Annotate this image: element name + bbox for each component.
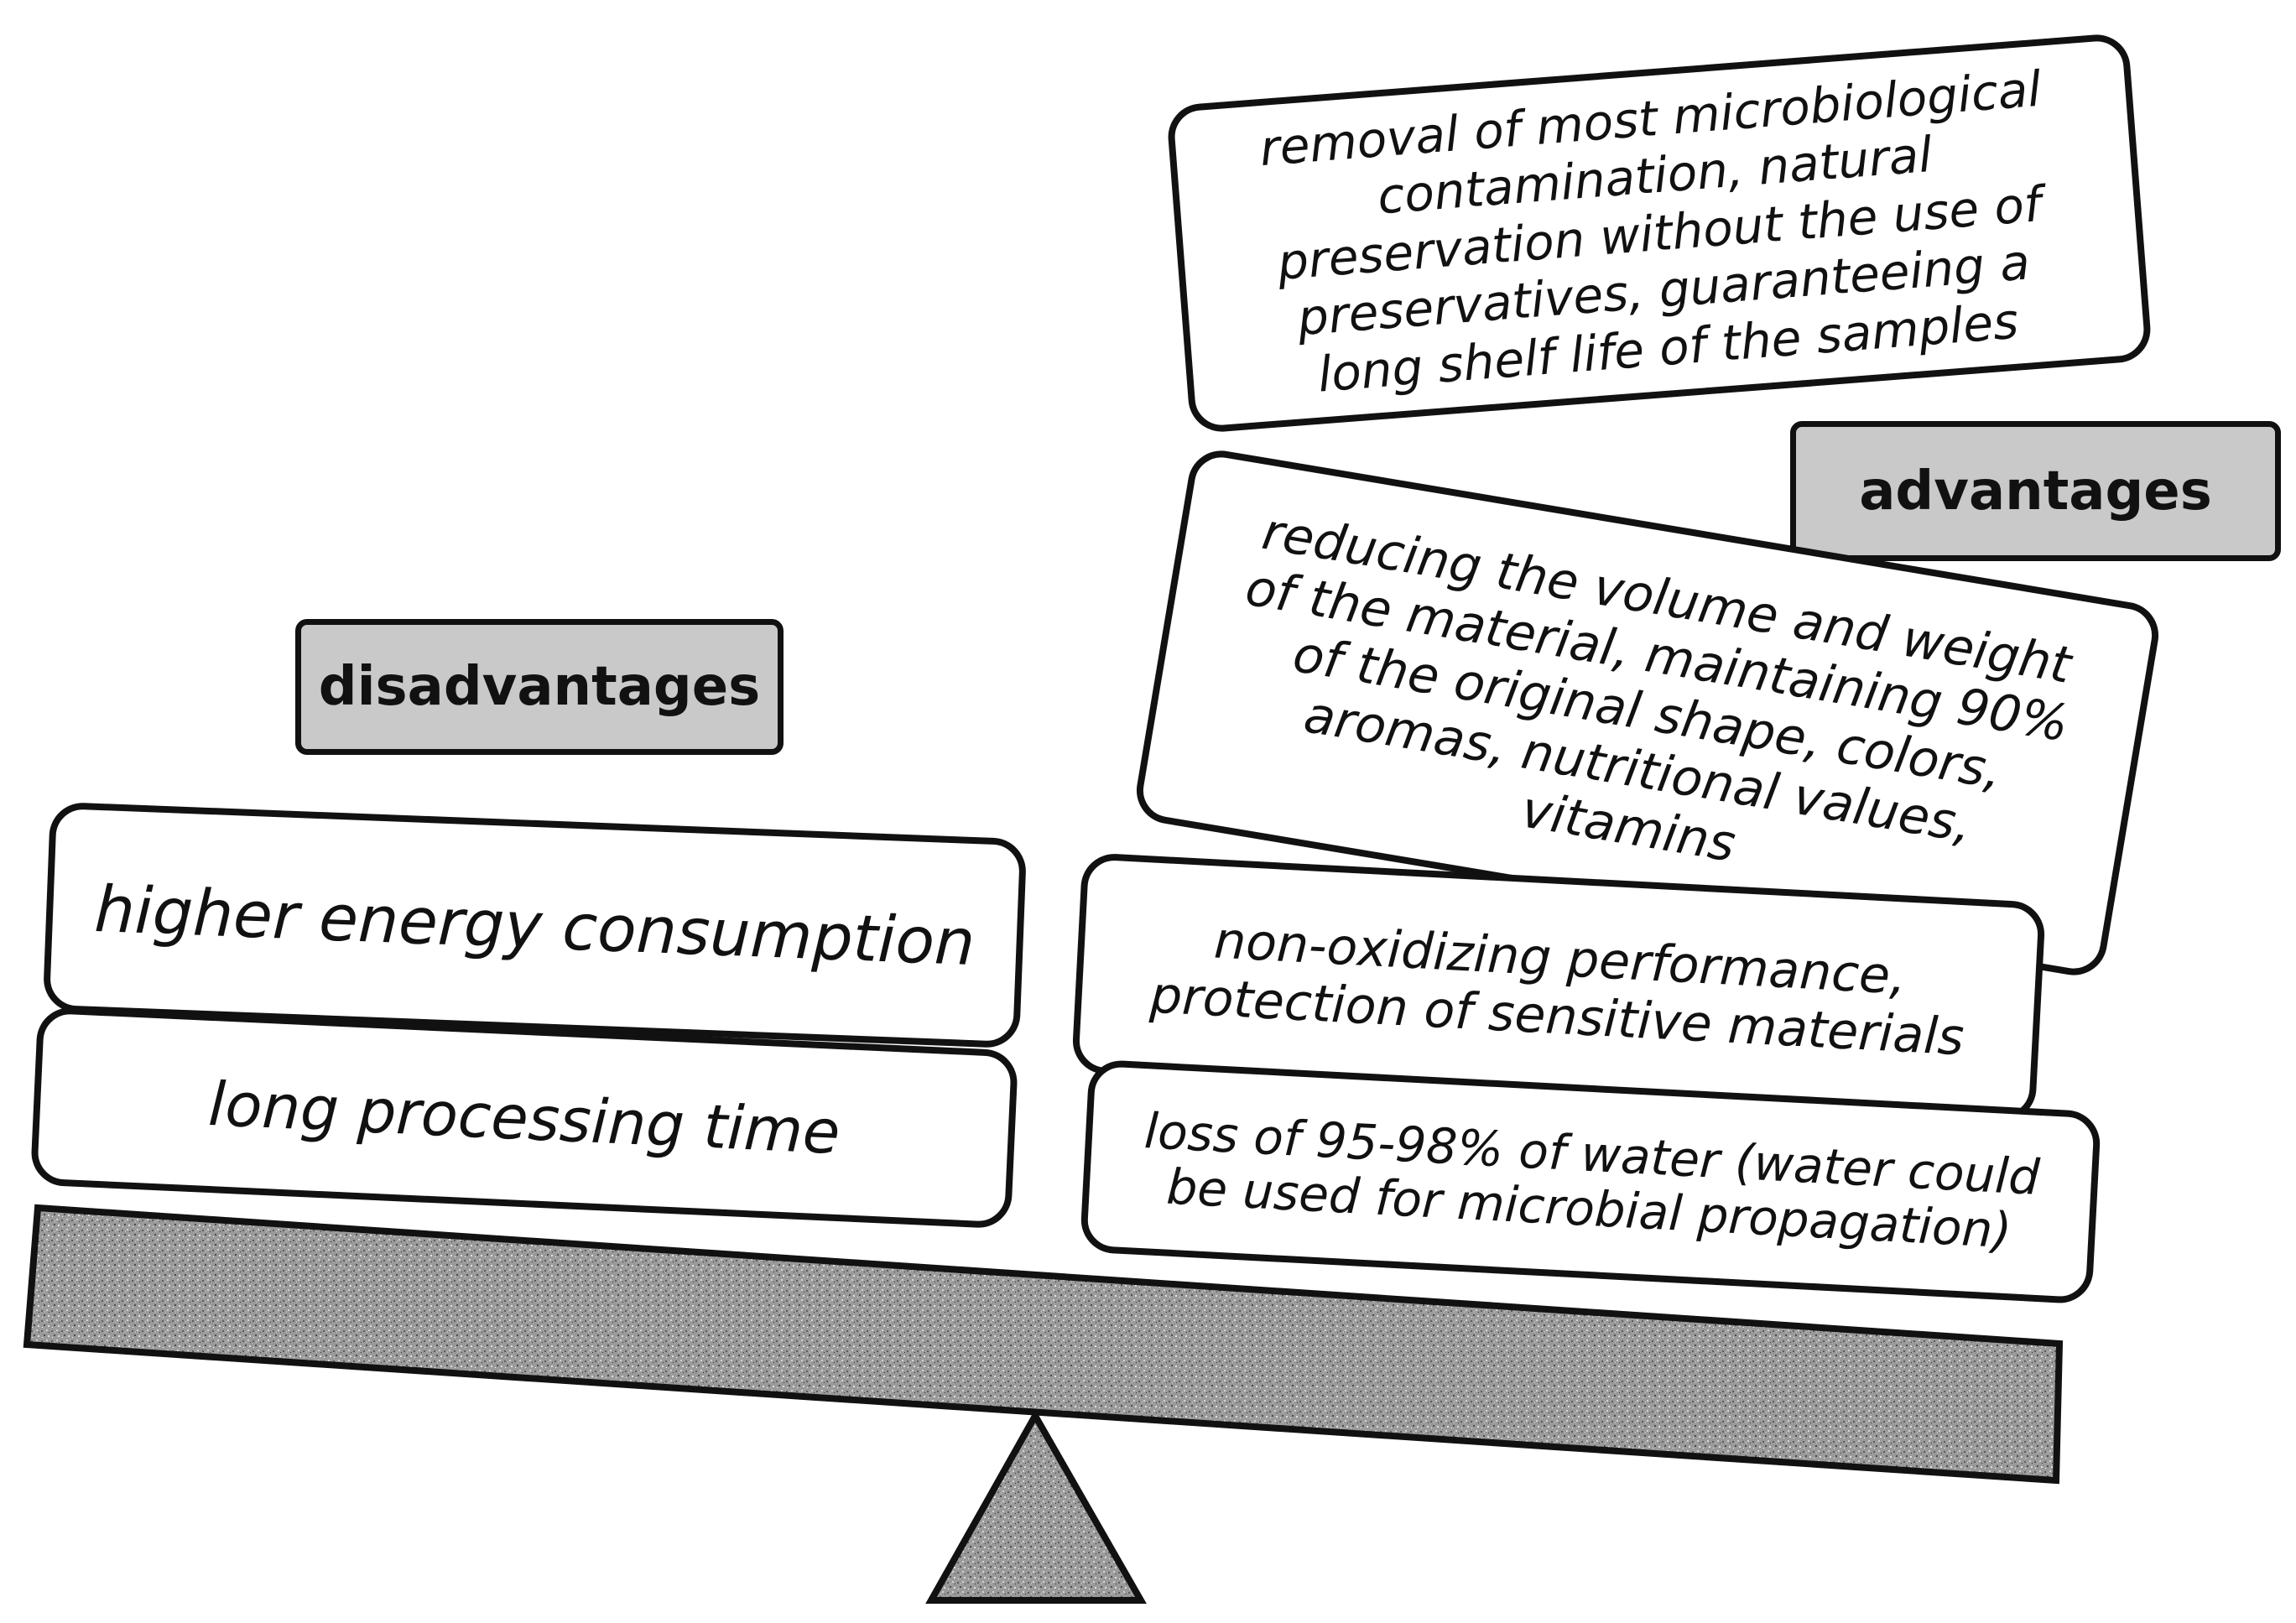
advantage-text: loss of 95-98% of water (water could be … <box>1143 1102 2041 1260</box>
disadvantages-label: disadvantages <box>295 619 784 755</box>
disadvantage-box: higher energy consumption <box>42 801 1028 1049</box>
disadvantage-text: long processing time <box>206 1068 842 1168</box>
advantages-label: advantages <box>1790 421 2281 561</box>
beam <box>23 1204 2064 1485</box>
disadvantage-text: higher energy consumption <box>93 871 976 980</box>
fulcrum <box>925 1408 1147 1604</box>
advantage-text: removal of most microbiological contamin… <box>1257 60 2043 403</box>
advantage-text: non-oxidizing performance, protection of… <box>1148 910 1966 1067</box>
